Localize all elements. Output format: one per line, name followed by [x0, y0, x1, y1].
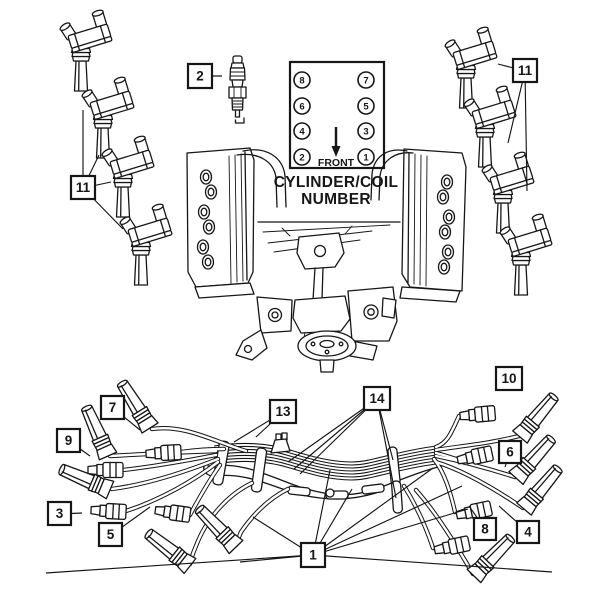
callout-wire-8[interactable]: 8 [472, 516, 498, 542]
loom-tray-slots [287, 483, 385, 500]
callout-label: 8 [481, 522, 489, 537]
callout-wire-5[interactable]: 5 [97, 521, 124, 548]
ignition-coil-icon [56, 8, 113, 92]
callout-label: 9 [65, 433, 73, 448]
wire-terminal-icon [90, 502, 128, 521]
callout-label: 10 [501, 371, 516, 386]
callout-wire-4[interactable]: 4 [515, 519, 541, 545]
callout-label: 5 [107, 527, 115, 542]
callout-label: 14 [369, 391, 385, 406]
callout-label: 13 [275, 404, 291, 419]
cylinder-number: 8 [299, 75, 304, 86]
spark-plug-icon [228, 55, 247, 124]
spark-plug-boot-icon [512, 388, 563, 444]
callout-label: 3 [56, 506, 64, 521]
callout-wire-6[interactable]: 6 [497, 439, 523, 465]
callout-label: 11 [518, 63, 533, 78]
callout-wire-7[interactable]: 7 [99, 394, 126, 421]
callout-wire-9[interactable]: 9 [55, 427, 82, 454]
callouts: 2 11 11 7 9 3 5 13 [46, 57, 541, 569]
cylinder-number: 4 [299, 126, 305, 137]
callout-ignition-coils-left[interactable]: 11 [69, 174, 97, 201]
cylinder-number: 7 [363, 75, 368, 86]
callout-label: 6 [506, 445, 514, 460]
callout-label: 11 [76, 180, 91, 195]
cylinder-coil-number-diagram: 8 6 4 2 7 5 3 1 FRONT CYLINDER/COIL NUMB… [274, 60, 398, 208]
wire-terminal-icon [153, 502, 192, 524]
callout-wire-set[interactable]: 1 [299, 541, 327, 569]
cylinder-number: 5 [363, 101, 369, 112]
callout-ignition-coils-right[interactable]: 11 [511, 57, 539, 84]
wire-terminal-icon [432, 535, 472, 559]
wire-loom-clip [270, 432, 291, 454]
callout-wire-3[interactable]: 3 [46, 500, 73, 527]
diagram-title-line2: NUMBER [301, 191, 371, 208]
callout-label: 2 [196, 69, 204, 84]
cylinder-number: 3 [363, 126, 368, 137]
wire-terminal-icon [145, 443, 183, 462]
cylinder-number: 2 [299, 152, 304, 163]
ignition-coil-icon [441, 25, 498, 109]
callout-label: 4 [524, 525, 532, 540]
ignition-coils-left-group [56, 8, 173, 286]
callout-spark-plug[interactable]: 2 [186, 62, 214, 90]
callout-wire-10[interactable]: 10 [494, 365, 524, 392]
callout-label: 1 [309, 548, 317, 563]
callout-wire-retainer[interactable]: 14 [362, 385, 392, 412]
diagram-title-line1: CYLINDER/COIL [274, 174, 398, 191]
callout-wire-loom[interactable]: 13 [268, 398, 298, 425]
wire-terminal-icon [455, 445, 495, 469]
front-arrow-head-icon [331, 146, 341, 157]
cylinder-number: 6 [299, 101, 304, 112]
front-label: FRONT [318, 157, 355, 169]
engine-illustration [186, 147, 467, 373]
callout-label: 7 [109, 400, 117, 415]
cylinder-number: 1 [363, 152, 369, 163]
wire-terminal-icon [458, 404, 497, 425]
